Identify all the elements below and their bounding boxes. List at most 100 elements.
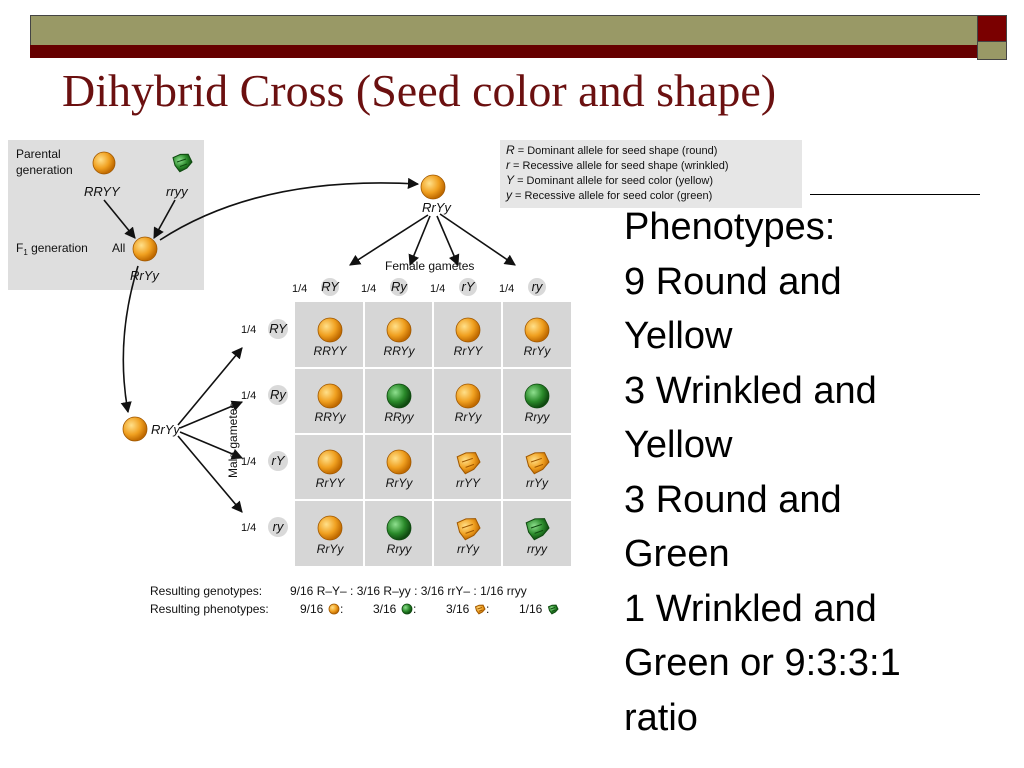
male-gamete-fraction: 1/4 [241, 324, 256, 336]
female-gamete-allele: Ry [391, 279, 408, 294]
female-gamete-fraction: 1/4 [292, 283, 307, 295]
punnett-seed [386, 383, 412, 409]
parent2-genotype: rryy [166, 184, 189, 199]
phenotypes-result-values: 9/16 : 3/16 : 3/16 : 1/16 [300, 602, 559, 616]
punnett-seed [317, 515, 343, 541]
male-gamete-allele: ry [273, 519, 285, 534]
legend-box [500, 140, 802, 208]
male-gamete-fraction: 1/4 [241, 390, 256, 402]
gamete-bubble [268, 319, 288, 339]
punnett-seed [317, 449, 343, 475]
phenotype-seed-icon [547, 604, 559, 615]
punnett-genotype: RrYy [317, 542, 345, 556]
male-gamete-allele: rY [272, 453, 286, 468]
female-gamete-fraction: 1/4 [361, 283, 376, 295]
legend-entry: y = Recessive allele for seed color (gre… [505, 188, 712, 202]
phenotype-seed-icon [474, 604, 486, 615]
male-gamete-allele: RY [269, 321, 288, 336]
phenotype-fraction: 9/16 [300, 602, 324, 616]
female-gametes: 1/4 RY 1/4 Ry 1/4 rY 1/4 ry [292, 278, 546, 296]
parental-label: Parental [16, 147, 61, 161]
punnett-seed [386, 515, 412, 541]
gamete-bubble [390, 278, 408, 296]
phenotype-fraction: 1/16 [519, 602, 543, 616]
punnett-seed [317, 317, 343, 343]
punnett-genotype: RRyy [384, 410, 414, 424]
gamete-bubble [528, 278, 546, 296]
punnett-genotype: Rryy [525, 410, 551, 424]
punnett-seed [456, 452, 481, 475]
gamete-bubble [268, 451, 288, 471]
punnett-genotype: RRYy [315, 410, 347, 424]
phenotype-line: Yellow [624, 424, 733, 466]
slide-title: Dihybrid Cross (Seed color and shape) [62, 65, 777, 116]
punnett-genotype: RrYy [524, 344, 552, 358]
gamete-bubble [321, 278, 339, 296]
parent1-genotype: RRYY [84, 184, 121, 199]
phenotype-fraction: 3/16 [446, 602, 470, 616]
male-gamete-fraction: 1/4 [241, 522, 256, 534]
allele-legend: R = Dominant allele for seed shape (roun… [505, 143, 729, 202]
phenotype-line: Green [624, 533, 730, 575]
phenotype-line: Phenotypes: [624, 206, 836, 248]
phenotype-separator: : [413, 602, 416, 616]
gamete-bubble [459, 278, 477, 296]
female-gamete-fraction: 1/4 [430, 283, 445, 295]
punnett-genotype: RRYY [314, 344, 348, 358]
punnett-genotype: rrYy [457, 542, 480, 556]
phenotype-line: 9 Round and [624, 260, 842, 303]
punnett-seed [455, 317, 481, 343]
phenotype-seed-icon [401, 603, 413, 615]
f1-genotype: RrYy [130, 268, 160, 283]
punnett-seed [525, 518, 550, 541]
punnett-grid-lines [295, 302, 571, 566]
legend-entry: R = Dominant allele for seed shape (roun… [506, 143, 717, 157]
phenotype-line: 3 Round and [624, 478, 842, 521]
male-gamete-fraction: 1/4 [241, 456, 256, 468]
punnett-genotype: rrYY [456, 476, 481, 490]
punnett-seed [386, 317, 412, 343]
top-f1-seed [420, 174, 446, 200]
female-gamete-allele: RY [321, 279, 340, 294]
phenotype-line: Green or 9:3:3:1 [624, 642, 901, 684]
phenotype-separator: : [340, 602, 343, 616]
f1-generation-label: F1 generation [16, 241, 88, 257]
female-gamete-allele: ry [532, 279, 544, 294]
header-bar-red [30, 45, 979, 58]
legend-entry: Y = Dominant allele for seed color (yell… [506, 173, 713, 187]
phenotype-separator: : [486, 602, 489, 616]
corner-square-olive [977, 41, 1007, 60]
punnett-genotype: RrYY [454, 344, 484, 358]
punnett-seed [456, 518, 481, 541]
parent2-seed [172, 153, 193, 173]
phenotype-line: Yellow [624, 315, 733, 357]
phenotype-line: 1 Wrinkled and [624, 587, 877, 630]
punnett-seed [524, 383, 550, 409]
phenotype-fraction: 3/16 [373, 602, 397, 616]
parent1-seed [92, 151, 116, 175]
female-gamete-allele: rY [462, 279, 476, 294]
punnett-genotype: rrYy [526, 476, 549, 490]
genotypes-result-values: 9/16 R–Y– : 3/16 R–yy : 3/16 rrY– : 1/16… [290, 584, 527, 598]
punnett-genotype: RrYy [455, 410, 483, 424]
header-bar-olive [30, 15, 979, 47]
phenotype-line: 3 Wrinkled and [624, 369, 877, 412]
punnett-seed [455, 383, 481, 409]
left-genotype: RrYy [151, 422, 181, 437]
punnett-genotype: RrYY [316, 476, 346, 490]
phenotype-seed-icon [328, 603, 340, 615]
gamete-bubble [268, 385, 288, 405]
phenotype-line: ratio [624, 696, 698, 739]
gamete-bubble [268, 517, 288, 537]
generation-label: generation [16, 163, 73, 177]
genotypes-result-label: Resulting genotypes: [150, 584, 262, 598]
legend-entry: r = Recessive allele for seed shape (wri… [506, 158, 729, 172]
cross-arrows [103, 177, 516, 513]
punnett-seed [524, 317, 550, 343]
f1-seed [132, 236, 158, 262]
female-gamete-fraction: 1/4 [499, 283, 514, 295]
